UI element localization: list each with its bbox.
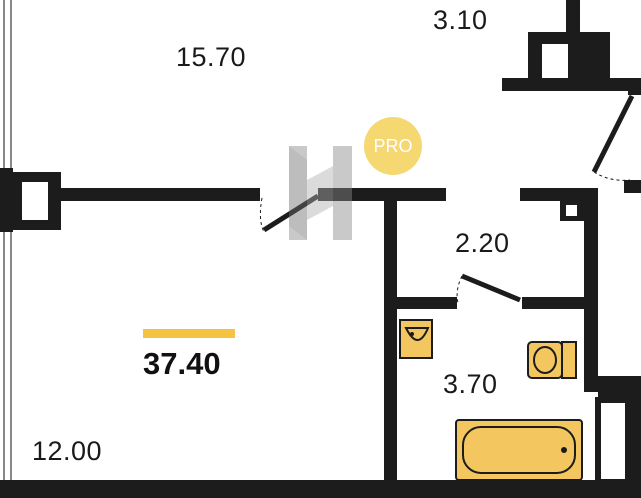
left-window-line-4 — [10, 232, 12, 487]
shaft-wall — [566, 0, 580, 40]
door-swing-bath — [456, 275, 463, 304]
room-area-main: 15.70 — [176, 42, 247, 72]
shaft-box — [528, 32, 610, 84]
bathroom-left-wall — [384, 188, 397, 484]
door-swing-main — [259, 197, 265, 233]
doors — [259, 94, 635, 304]
left-window-line-2 — [10, 0, 12, 168]
partition-wall-left — [60, 188, 260, 201]
room-area-corridor: 2.20 — [455, 228, 510, 258]
room-area-kitchen: 12.00 — [32, 436, 103, 466]
left-window-line — [3, 0, 5, 168]
door-swing-entry — [593, 171, 631, 181]
door-leaf-entry — [591, 94, 635, 174]
right-outer-wall — [584, 188, 598, 392]
entry-wall — [520, 188, 598, 201]
bathroom-top-wall-right — [522, 297, 584, 309]
total-area: 37.40 — [143, 346, 221, 381]
pro-badge: PRO — [364, 117, 422, 175]
bathroom-top-wall-left — [397, 297, 457, 309]
room-area-bathroom: 3.70 — [443, 369, 498, 399]
sink-icon — [399, 319, 433, 359]
bottom-wall — [0, 480, 641, 498]
partition-wall-mid — [318, 188, 446, 201]
toilet-icon — [527, 341, 577, 379]
total-area-accent-bar — [143, 329, 235, 338]
room-area-hall: 3.10 — [433, 5, 488, 35]
bathtub-icon — [455, 419, 583, 481]
left-pillar — [0, 168, 13, 232]
logo-watermark-icon — [289, 146, 352, 240]
left-window-line-3 — [3, 232, 5, 487]
door-leaf-main — [262, 193, 320, 233]
door-leaf-bath — [461, 273, 521, 303]
